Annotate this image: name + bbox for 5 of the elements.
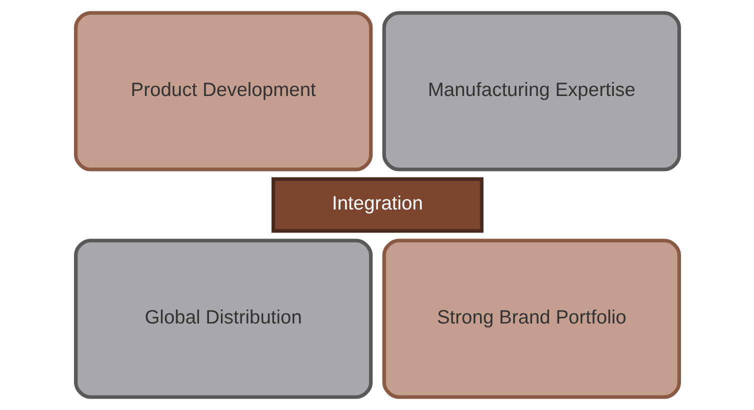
node-box: Global Distribution	[74, 238, 372, 399]
node-box: Integration	[271, 177, 483, 233]
node-box: Manufacturing Expertise	[382, 11, 680, 172]
node-box: Strong Brand Portfolio	[382, 238, 680, 399]
node-box: Product Development	[74, 11, 372, 172]
